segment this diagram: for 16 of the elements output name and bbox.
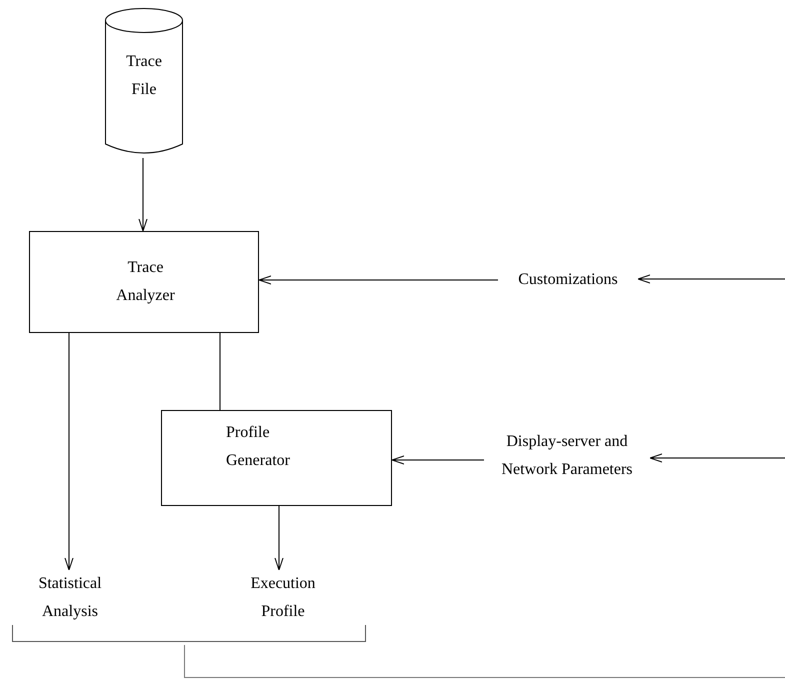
input-label: Customizations [517, 270, 619, 290]
arrow [392, 456, 484, 464]
arrow [138, 158, 148, 232]
arrow [650, 454, 785, 462]
arrow [638, 274, 785, 284]
arrow [64, 332, 74, 570]
arrow [274, 506, 284, 570]
output-label: Execution Profile [250, 574, 316, 622]
process-box [161, 410, 392, 506]
arrow [258, 276, 498, 284]
output-label: Statistical Analysis [37, 574, 103, 622]
node-label: Trace Analyzer [115, 258, 176, 306]
node-label: Trace File [125, 52, 163, 100]
input-label: Display-server and Network Parameters [500, 432, 634, 480]
node-label: Profile Generator [226, 423, 291, 471]
process-box [29, 231, 259, 333]
